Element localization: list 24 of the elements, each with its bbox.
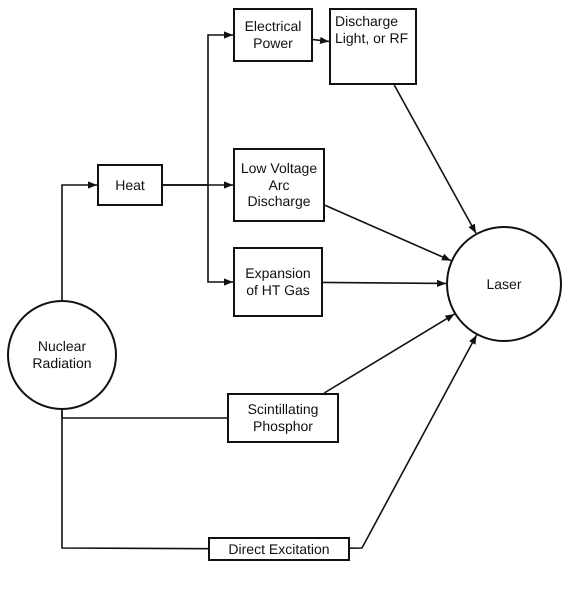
arrow [323,280,446,287]
arrow [312,36,330,44]
arrow [324,204,452,262]
process-box [329,8,417,85]
process-box [233,8,313,62]
node-label: Direct Excitation [228,540,330,558]
node-label: Scintillating Phosphor [246,401,320,435]
node-label: Discharge Light, or RF [335,13,410,47]
arrow [163,184,233,286]
process-box [227,393,339,443]
process-box [97,164,163,206]
node-label: Nuclear Radiation [31,338,93,372]
arrow [350,334,478,549]
arrow [394,84,477,234]
arrow [324,313,455,394]
node-label: Expansion of HT Gas [244,265,312,299]
node-label: Laser [486,276,522,292]
node-label: Heat [115,176,145,194]
process-box [233,247,323,317]
process-box [208,537,350,561]
node-label: Electrical Power [244,18,302,52]
arrow [61,181,97,300]
node-label: Low Voltage Arc Discharge [240,160,318,210]
process-box [233,148,325,222]
